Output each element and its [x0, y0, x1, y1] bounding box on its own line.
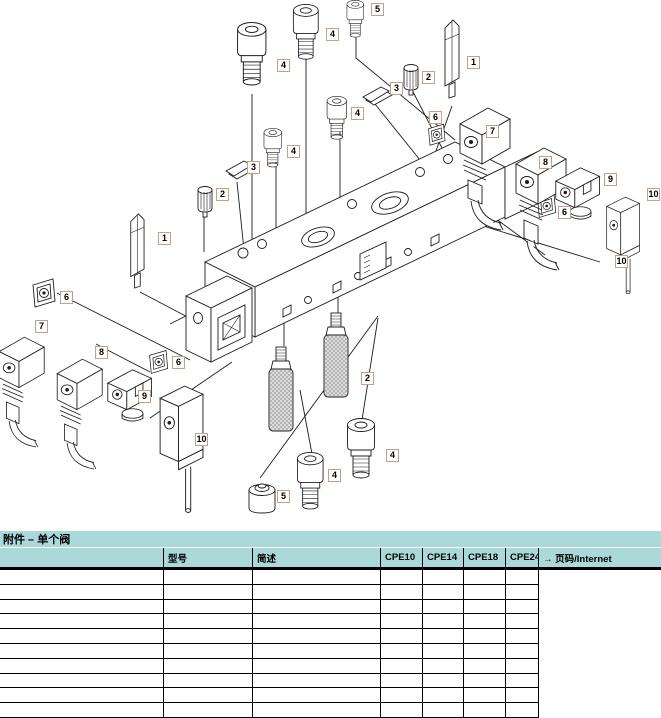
callout-box-2: 2 [422, 71, 435, 84]
cable-socket-8-left [57, 359, 102, 469]
diagram-line-art [0, 0, 640, 514]
callout-box-7: 7 [35, 320, 48, 333]
cable-socket-7-left [0, 337, 44, 447]
callout-box-9: 9 [604, 173, 617, 186]
column-header: 型号 [163, 548, 252, 567]
cell: ■ [422, 703, 463, 718]
callout-box-4: 4 [328, 469, 341, 482]
seal-left-1 [32, 278, 56, 308]
table-row: 1手控工具AHB...–■■■■74 [0, 570, 661, 718]
table-row: 7带电缆插座KMEB...用于0 ... 230 V AC––■■73 [0, 658, 661, 718]
callout-box-10: 10 [615, 255, 628, 268]
silencer-small-right [403, 64, 419, 96]
table-row: 9标准插座MSSD EB...–––■■73 [0, 688, 661, 718]
callout-box-5: 5 [277, 490, 290, 503]
column-header: CPE24 [505, 548, 538, 567]
callout-box-6: 6 [558, 206, 571, 219]
callout-box-4: 4 [386, 449, 399, 462]
hand-tool-left [130, 213, 145, 289]
callout-box-6: 6 [60, 291, 73, 304]
table-row: 3标签IBS-6x10–■■■■74 [0, 599, 661, 718]
hand-tool-right [444, 19, 460, 99]
cell: KMYZ-9... [163, 703, 252, 718]
callout-box-6: 6 [172, 356, 185, 369]
callout-box-8: 8 [539, 156, 552, 169]
callout-box-8: 8 [95, 346, 108, 359]
callout-box-3: 3 [247, 161, 260, 174]
callout-box-6: 6 [429, 111, 442, 124]
cell: ■ [380, 703, 422, 718]
table-row: 4快插接头QS...用于气管■■■■– [0, 614, 661, 718]
label-tag-right [362, 86, 393, 106]
callout-box-3: 3 [390, 82, 403, 95]
column-header: 简述 [252, 548, 380, 567]
cell: 带 LED, 用于24 V DC [252, 703, 380, 718]
callout-box-10: 10 [647, 188, 660, 201]
table-row: 6发光密封垫MEB...LD–––■■73 [0, 643, 661, 718]
fitting-4d [263, 128, 282, 168]
callout-box-4: 4 [351, 107, 364, 120]
table-row: 10带电缆插座KMYZ-9...带 LED, 用于24 V DC■■––72 [0, 703, 661, 718]
callout-box-1: 1 [467, 56, 480, 69]
seal-left-2 [149, 350, 169, 374]
callout-box-4: 4 [326, 28, 339, 41]
callout-box-10: 10 [195, 433, 208, 446]
table-row: 2消声器U... or UC...用于气口 3, 5, 82 或 84■■■■7… [0, 584, 661, 718]
callout-box-7: 7 [486, 125, 499, 138]
cell: – [505, 703, 538, 718]
callout-box-9: 9 [138, 390, 151, 403]
big-silencer-left [268, 346, 294, 432]
table-row: 8带电缆插座KMEB...带LED, 用于24 V DC––■■73 [0, 673, 661, 718]
fitting-4c [326, 96, 347, 140]
column-header: → 页码/Internet [538, 548, 661, 567]
callout-box-5: 5 [371, 3, 384, 16]
column-header: CPE14 [422, 548, 463, 567]
big-silencer-right [323, 312, 349, 398]
fitting-5-top [346, 0, 364, 38]
valve-body [169, 141, 548, 363]
callout-box-2: 2 [361, 372, 374, 385]
cable-socket-10-right [606, 196, 640, 295]
fitting-4b [292, 4, 319, 60]
adapter-5-bottom [248, 483, 276, 514]
callout-box-1: 1 [158, 232, 171, 245]
fitting-4f [296, 452, 324, 510]
fitting-4a [237, 22, 267, 86]
table-body: 1手控工具AHB...–■■■■742消声器U... or UC...用于气口 … [0, 570, 661, 718]
item-cell: 10带电缆插座 [0, 703, 163, 718]
table-row: 5M7 转 M5变径接头–包括在供货范围内■–––– [0, 629, 661, 718]
table-title: 附件 – 单个阀 [0, 531, 661, 547]
callout-box-4: 4 [277, 59, 290, 72]
column-header: CPE18 [463, 548, 505, 567]
column-header: CPE10 [380, 548, 422, 567]
callout-box-2: 2 [216, 188, 229, 201]
exploded-diagram: 5 4 4 1 2 3 4 6 7 4 8 3 9 2 10 6 1 10 6 7 8 6 2 9 10 4 4 5 [0, 0, 660, 514]
cell: – [463, 703, 505, 718]
cell: 72 [538, 703, 661, 718]
cable-socket-10-left [159, 385, 204, 513]
silencer-small-left [197, 186, 213, 218]
callout-box-4: 4 [287, 145, 300, 158]
fitting-4e [347, 418, 375, 479]
column-header [0, 548, 163, 567]
